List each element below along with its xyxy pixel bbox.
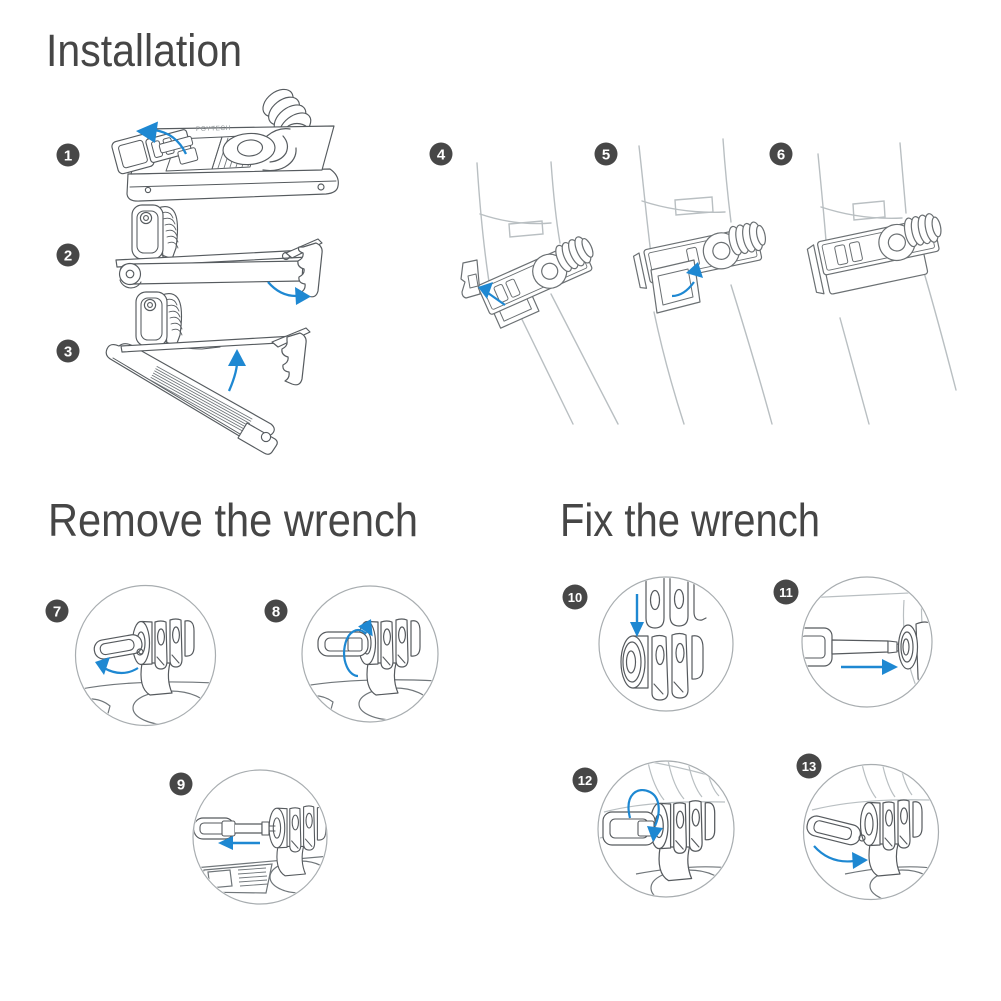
svg-text:4: 4 bbox=[437, 147, 446, 164]
svg-text:11: 11 bbox=[779, 585, 793, 600]
svg-text:13: 13 bbox=[802, 759, 816, 774]
svg-text:2: 2 bbox=[64, 248, 72, 265]
svg-text:5: 5 bbox=[602, 147, 610, 164]
svg-text:Installation: Installation bbox=[46, 25, 242, 76]
svg-text:1: 1 bbox=[64, 148, 72, 165]
svg-text:3: 3 bbox=[64, 344, 72, 361]
svg-text:9: 9 bbox=[177, 777, 185, 794]
svg-text:Fix the wrench: Fix the wrench bbox=[560, 494, 820, 546]
svg-text:7: 7 bbox=[53, 604, 61, 621]
svg-text:10: 10 bbox=[568, 590, 582, 605]
svg-text:Remove the wrench: Remove the wrench bbox=[48, 494, 418, 546]
svg-text:PGYTECH: PGYTECH bbox=[196, 125, 231, 133]
svg-text:8: 8 bbox=[272, 604, 280, 621]
svg-text:6: 6 bbox=[777, 147, 785, 164]
svg-text:12: 12 bbox=[578, 773, 592, 788]
